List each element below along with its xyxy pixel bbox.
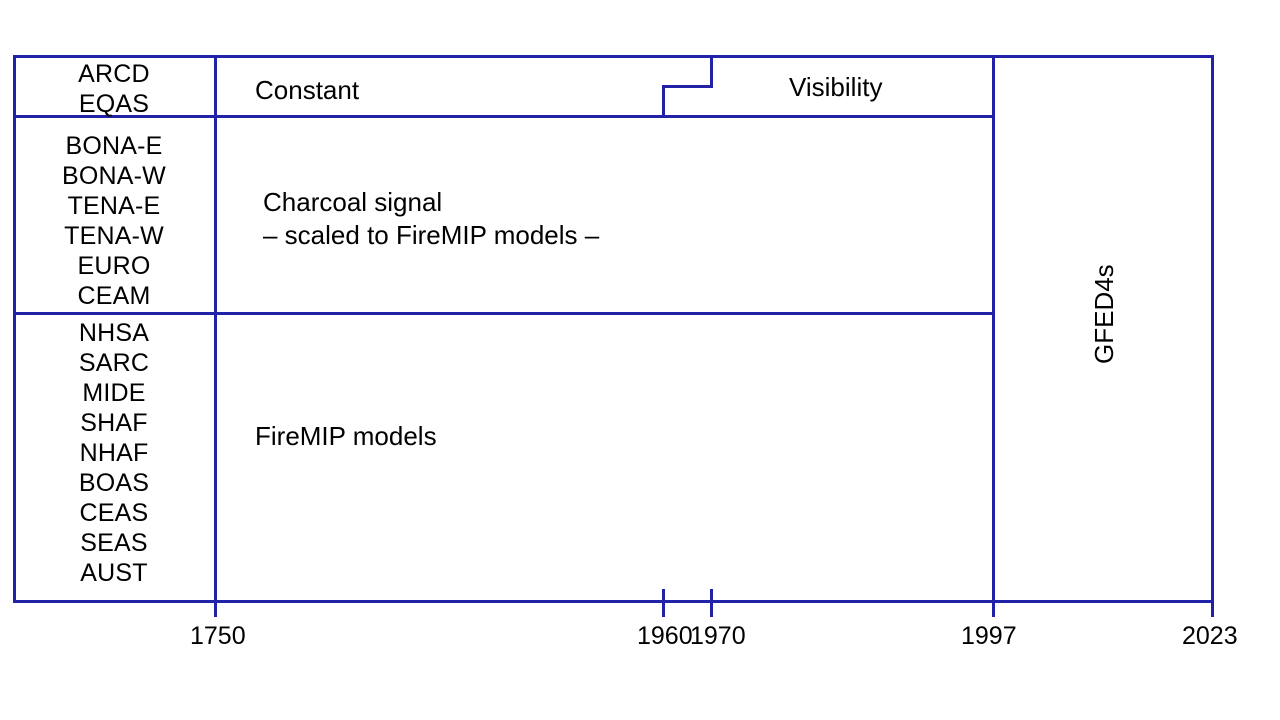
region-label-mide: MIDE: [82, 379, 146, 407]
axis-tick-label-1997: 1997: [961, 622, 1017, 650]
region-label-boas: BOAS: [78, 469, 150, 497]
band-label-firemip: FireMIP models: [255, 421, 437, 451]
region-label-tena-w: TENA-W: [64, 222, 164, 250]
region-label-ceas: CEAS: [79, 499, 149, 527]
constant-visibility-step: [662, 57, 713, 116]
axis-tick-label-1970: 1970: [690, 622, 746, 650]
axis-ticks: [214, 589, 1214, 617]
band-label-visibility: Visibility: [789, 72, 883, 102]
axis-tick-label-1750: 1750: [190, 622, 246, 650]
region-label-eqas: EQAS: [78, 90, 150, 118]
region-group-2: BONA-E BONA-W TENA-E TENA-W EURO CEAM: [13, 131, 215, 311]
axis-tick-label-2023: 2023: [1182, 622, 1238, 650]
region-group-3: NHSA SARC MIDE SHAF NHAF BOAS CEAS SEAS …: [13, 318, 215, 588]
region-label-sarc: SARC: [78, 349, 150, 377]
region-label-bona-w: BONA-W: [62, 162, 166, 190]
band-label-charcoal: Charcoal signal – scaled to FireMIP mode…: [263, 187, 600, 250]
region-label-nhsa: NHSA: [78, 319, 150, 347]
band-label-constant: Constant: [255, 75, 360, 105]
region-label-shaf: SHAF: [80, 409, 148, 437]
region-label-ceam: CEAM: [77, 282, 151, 310]
region-label-seas: SEAS: [80, 529, 148, 557]
region-label-nhaf: NHAF: [79, 439, 149, 467]
band-label-gfed4s: GFED4s: [1089, 264, 1119, 364]
region-label-arcd: ARCD: [78, 60, 150, 88]
region-label-bona-e: BONA-E: [65, 132, 163, 160]
region-label-tena-e: TENA-E: [67, 192, 161, 220]
outer-border: [13, 55, 1214, 603]
region-label-aust: AUST: [80, 559, 148, 587]
region-label-euro: EURO: [77, 252, 151, 280]
region-group-1: ARCD EQAS: [13, 59, 215, 119]
axis-tick-label-1960: 1960: [637, 622, 693, 650]
